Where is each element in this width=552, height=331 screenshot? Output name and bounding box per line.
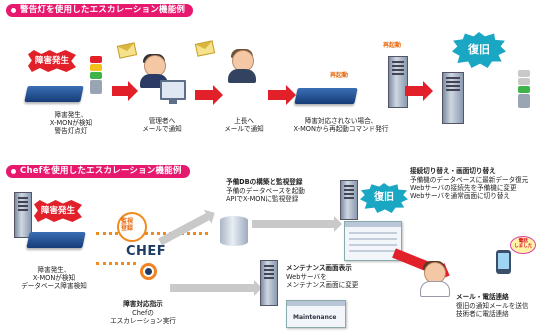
arrow-chef-db: [158, 213, 210, 246]
server-tower-icon: [340, 180, 358, 220]
section2-title: Chefを使用したエスカレーション機能例: [6, 165, 190, 178]
boss-person-icon: [228, 49, 256, 84]
register-tag: [117, 212, 147, 242]
monitoring-device-icon: [294, 88, 358, 104]
mail-envelope-icon: [116, 42, 138, 59]
maintenance-title: メンテナンス画面表示: [286, 264, 352, 272]
maintenance-screen-label: Maintenance: [293, 314, 337, 321]
arrow-2: [195, 85, 223, 105]
phone-icon: [496, 250, 511, 274]
server-tower-icon: [260, 260, 278, 306]
switch-text: 予備機のデータベースに最新データ復元 Webサーバの接続先を予備機に変更 Web…: [410, 176, 529, 200]
phone-call-label: 電話 しました: [514, 239, 533, 250]
register-tag-label: 監視 登録: [121, 218, 134, 232]
caption-fault: 障害発生、 X-MONが検知 警告灯点灯: [49, 111, 93, 135]
switch-title: 接続切り替え・画面切り替え: [410, 167, 496, 175]
dotted-arrow-register: [96, 232, 208, 235]
caption-chef-title: 障害対応指示: [123, 300, 163, 308]
mail-text: 復旧の通知メールを送信 技術者に電話連絡: [456, 302, 529, 318]
caption-chef: Chefの エスカレーション実行: [110, 309, 176, 325]
warning-light-icon: [518, 70, 530, 109]
warning-light-icon: [90, 56, 102, 95]
server-tower-icon: [388, 56, 408, 108]
caption-boss: 上長へ メールで通知: [224, 117, 264, 133]
arrow-db-web: [252, 216, 342, 232]
restart-tag: 再起動: [383, 42, 402, 49]
fault-burst-icon: 障害発生: [28, 50, 76, 72]
standby-text: 予備のデータベースを起動 APIでX-MONに監視登録: [226, 187, 305, 203]
server-tower-icon: [442, 72, 464, 124]
recovery-burst-icon: 復旧: [452, 32, 506, 68]
database-server-icon: [14, 192, 32, 238]
fault-burst-icon: 障害発生: [34, 200, 82, 222]
maintenance-text: Webサーバを メンテナンス画面に変更: [286, 273, 359, 289]
caption-restart: 障害対応されない場合、 X-MONから再起動コマンド発行: [293, 117, 389, 133]
standby-title: 予備DBの構築と監視登録: [226, 178, 303, 186]
section1-title: 警告灯を使用したエスカレーション機能例: [6, 4, 194, 17]
manager-person-icon: [140, 54, 168, 89]
dotted-arrow-chef: [96, 262, 136, 265]
arrow-4: [405, 81, 433, 101]
monitoring-device-icon: [26, 232, 86, 248]
engineer-person-icon: [420, 261, 450, 297]
monitoring-device-icon: [24, 86, 84, 102]
mail-envelope-icon: [194, 40, 216, 57]
recovery-burst-icon: 復旧: [360, 183, 408, 213]
caption-manager: 管理者へ メールで通知: [142, 117, 182, 133]
manager-monitor-icon: [160, 80, 186, 104]
arrow-chef-maint: [170, 280, 262, 296]
arrow-3: [268, 85, 296, 105]
database-icon: [220, 216, 248, 246]
arrow-1: [112, 81, 138, 101]
chef-logo-icon: [140, 263, 157, 280]
caption-fault-2: 障害発生、 X-MONが検知 データベース障害検知: [21, 266, 87, 290]
maintenance-screen-icon: Maintenance: [286, 300, 346, 328]
mail-title: メール・電話連絡: [456, 293, 509, 301]
phone-call-bubble: [510, 236, 536, 254]
chef-logo-text: CHEF: [126, 244, 167, 259]
restart-tag: 再起動: [330, 72, 349, 79]
